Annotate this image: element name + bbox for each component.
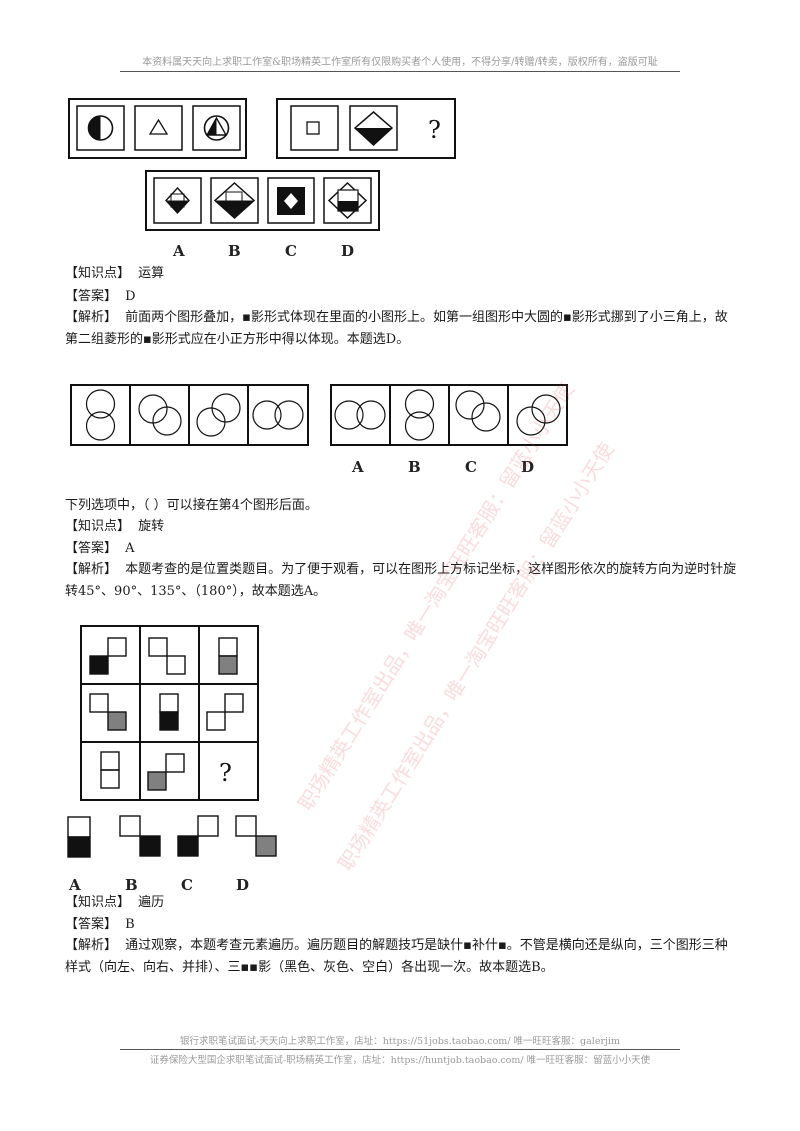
question-2-figure [70, 384, 568, 446]
q1-analysis-label: 【解析】 [65, 310, 118, 325]
q2-knowledge-value: 旋转 [138, 519, 165, 534]
q2-option-c-label: C [465, 458, 477, 476]
q2-option-b-label: B [408, 458, 421, 476]
question-3-question-mark: ? [219, 759, 232, 787]
q3-answer-label: 【答案】 [65, 917, 118, 932]
q3-answer-row: 【答案】 B [65, 915, 745, 934]
q2-knowledge-row: 【知识点】 旋转 [65, 517, 745, 536]
q1-knowledge-label: 【知识点】 [65, 266, 131, 281]
q2-option-d-label: D [521, 458, 535, 476]
q3-analysis-label: 【解析】 [65, 938, 118, 953]
footer-line-1: 银行求职笔试面试-天天向上求职工作室，店址：https://51jobs.tao… [180, 1036, 620, 1047]
q2-analysis: 【解析】 本题考查的是位置类题目。为了便于观看，可以在图形上方标记坐标，这样图形… [65, 559, 740, 603]
question-1-figure: ? [68, 98, 456, 231]
q2-answer-value: A [125, 541, 135, 556]
question-3-figure: ? [67, 625, 277, 858]
q1-analysis-text: 前面两个图形叠加，▪影形式体现在里面的小图形上。如第一组图形中大圆的▪影形式挪到… [65, 310, 728, 347]
q3-option-d-label: D [236, 876, 250, 894]
header-notice: 本资料属天天向上求职工作室&职场精英工作室所有仅限购买者个人使用，不得分享/转赠… [142, 57, 658, 68]
q2-option-a-label: A [352, 458, 364, 476]
q1-knowledge-row: 【知识点】 运算 [65, 264, 745, 283]
q3-analysis-text: 通过观察，本题考查元素遍历。遍历题目的解题技巧是缺什▪补什▪。不管是横向还是纵向… [65, 938, 728, 975]
header-divider [120, 71, 680, 72]
q2-analysis-text: 本题考查的是位置类题目。为了便于观看，可以在图形上方标记坐标，这样图形依次的旋转… [65, 562, 737, 599]
q1-knowledge-value: 运算 [138, 266, 165, 281]
q2-answer-row: 【答案】 A [65, 539, 745, 558]
q1-answer-row: 【答案】 D [65, 287, 745, 306]
q1-answer-label: 【答案】 [65, 289, 118, 304]
q2-prompt: 下列选项中，（ ）可以接在第4个图形后面。 [65, 498, 318, 513]
q3-answer-value: B [125, 917, 135, 932]
q1-option-c-label: C [285, 242, 297, 260]
q2-answer-label: 【答案】 [65, 541, 118, 556]
q3-option-b-label: B [125, 876, 138, 894]
q1-answer-value: D [125, 289, 136, 304]
q1-analysis: 【解析】 前面两个图形叠加，▪影形式体现在里面的小图形上。如第一组图形中大圆的▪… [65, 307, 740, 351]
q3-option-a-label: A [69, 876, 81, 894]
q3-knowledge-value: 遍历 [138, 895, 165, 910]
q3-option-c-label: C [181, 876, 193, 894]
q1-option-a-label: A [173, 242, 185, 260]
question-1-question-mark: ? [428, 116, 441, 144]
q2-knowledge-label: 【知识点】 [65, 519, 131, 534]
q3-analysis: 【解析】 通过观察，本题考查元素遍历。遍历题目的解题技巧是缺什▪补什▪。不管是横… [65, 935, 740, 979]
q3-knowledge-label: 【知识点】 [65, 895, 131, 910]
footer-line-2: 证券保险大型国企求职笔试面试-职场精英工作室，店址：https://huntjo… [149, 1055, 651, 1066]
q1-option-d-label: D [341, 242, 355, 260]
footer-divider [120, 1049, 680, 1050]
q2-analysis-label: 【解析】 [65, 562, 118, 577]
q1-option-b-label: B [228, 242, 241, 260]
q3-knowledge-row: 【知识点】 遍历 [65, 893, 745, 912]
